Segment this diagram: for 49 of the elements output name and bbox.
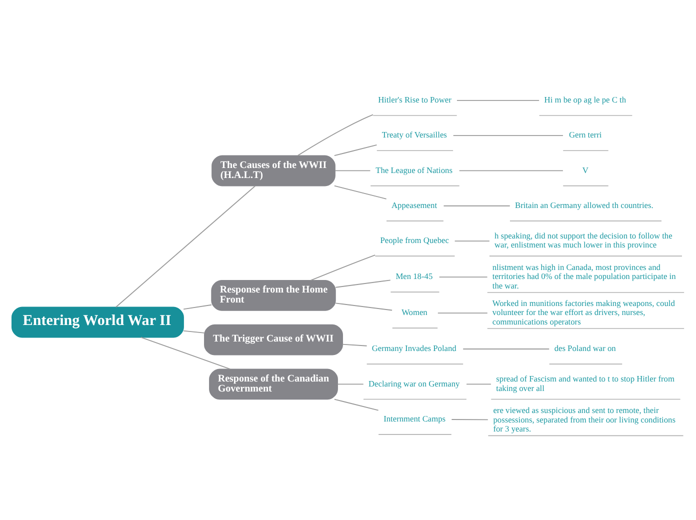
node-text: Britain an Germany allowed th countries. [514, 200, 654, 210]
connector [335, 302, 393, 310]
connector [342, 343, 368, 346]
connector [183, 304, 212, 310]
connector [310, 254, 376, 280]
node-text: spread of Fascism and wanted to t to stop Hitler from taking over all [496, 374, 674, 392]
connector [466, 383, 492, 384]
connector [334, 170, 371, 171]
connector [140, 336, 231, 369]
node-text: V [582, 165, 588, 174]
node-text: Men 18-45 [396, 272, 433, 281]
node-box: The Trigger Cause of WWII [204, 324, 343, 355]
node-text: des Poland war on [554, 344, 616, 353]
connector [452, 134, 564, 136]
node-text: h speaking, did not support the decision to follow the war, enlistment was much lower in this province [494, 231, 672, 250]
node-text: Treaty of Versailles [382, 130, 447, 140]
connector [462, 348, 550, 349]
connector [334, 144, 378, 156]
node-text: nlistment was high in Canada, most provinces and territories had 0% of the male population participate in the war. [492, 262, 676, 290]
node-text: Hitler's Rise to Power [378, 95, 452, 104]
node-text: ere viewed as suspicious and sent to remote, their possessions, separated from their oor living conditions for 3 years. [493, 406, 676, 433]
connector [115, 185, 256, 308]
node-text: Worked in munitions factories making weapons, could volunteer for the war effort as drivers, nurses, communications operators [492, 298, 675, 326]
node-box: The Causes of the WWII (H.A.L.T) [212, 154, 336, 186]
connector [335, 279, 391, 288]
node-text: People from Quebec [380, 236, 449, 245]
connector [456, 99, 540, 100]
connector [458, 170, 564, 171]
node-box: Response of the Canadian Government [209, 368, 338, 400]
connector [297, 114, 374, 156]
connector [454, 240, 490, 241]
node-text: Germany Invades Poland [372, 344, 456, 353]
node-text: Hi m be op ag le pe C th [544, 95, 626, 104]
node-text: Appeasement [392, 200, 438, 210]
node-text: Women [402, 308, 428, 317]
node-text: The League of Nations [376, 165, 452, 174]
node-text: Gern terri [568, 130, 602, 140]
connector [438, 276, 488, 277]
connector [337, 383, 364, 384]
connector [443, 204, 510, 206]
node-text: Internment Camps [384, 414, 446, 423]
connector [437, 312, 488, 313]
connector [334, 184, 387, 199]
connector [334, 398, 379, 410]
connector [183, 330, 205, 333]
node-box: Response from the Home Front [211, 279, 336, 310]
node-box: Entering World War II [12, 306, 184, 338]
node-text: Declaring war on Germany [368, 378, 460, 388]
connector [451, 418, 488, 420]
